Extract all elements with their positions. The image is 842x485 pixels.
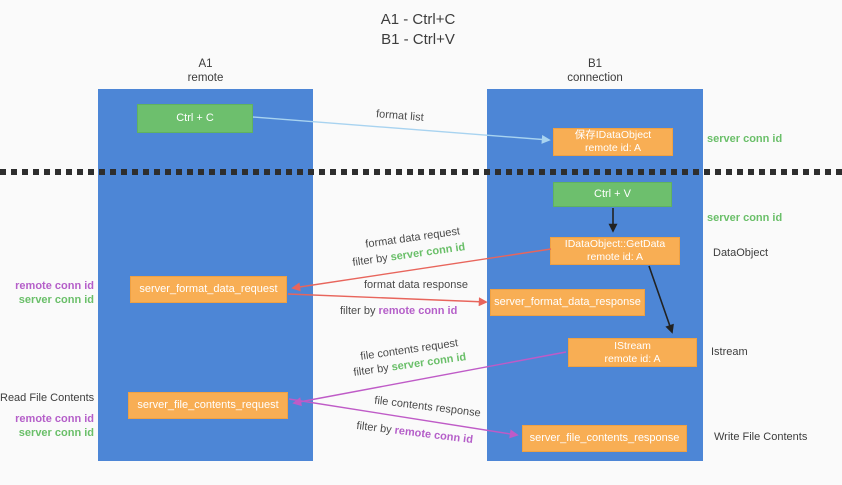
filter-by-text-1: filter by (351, 252, 389, 269)
column-a1-name: A1 (198, 58, 213, 70)
node-ctrl-c-label: Ctrl + C (176, 112, 214, 124)
write-file-contents-label: Write File Contents (714, 431, 808, 443)
session-separator-line (0, 169, 842, 175)
node-getdata-line2: remote id: A (586, 251, 644, 263)
column-header-a1: A1 remote (98, 58, 313, 85)
format-data-response-arrow (287, 293, 488, 307)
node-server-file-contents-request: server_file_contents_request (128, 392, 288, 419)
title-line-1: A1 - Ctrl+C (380, 11, 456, 28)
dataobject-label: DataObject (713, 247, 769, 259)
title-line-2: B1 - Ctrl+V (381, 31, 455, 48)
filter-by-text-2: filter by (340, 305, 376, 317)
node-file-request-label: server_file_contents_request (137, 399, 279, 411)
remote-conn-id-label-2: remote conn id (15, 413, 94, 425)
filter-value-remote-conn-id-2: remote conn id (378, 305, 458, 317)
node-server-format-data-response: server_format_data_response (490, 289, 645, 316)
server-conn-id-label-mid: server conn id (707, 212, 783, 224)
format-list-label: format list (375, 108, 425, 124)
node-ctrl-v-label: Ctrl + V (594, 188, 631, 200)
filter-by-text-3: filter by (352, 362, 390, 379)
format-data-response-label: format data response (364, 279, 468, 291)
read-file-contents-label: Read File Contents (0, 392, 95, 404)
node-server-file-contents-response: server_file_contents_response (522, 425, 687, 452)
server-conn-id-label-left-1: server conn id (18, 294, 94, 306)
left-conn-id-group-2: remote conn id server conn id (0, 412, 94, 440)
column-b1-role: connection (567, 71, 623, 84)
node-idataobject-getdata: IDataObject::GetData remote id: A (550, 237, 680, 265)
column-b1-name: B1 (587, 58, 603, 70)
node-format-response-label: server_format_data_response (494, 296, 641, 308)
remote-conn-id-label-1: remote conn id (15, 280, 94, 292)
file-contents-response-label: file contents response (373, 394, 482, 420)
left-conn-id-group-1: remote conn id server conn id (0, 279, 94, 307)
filter-by-text-4: filter by (355, 419, 393, 437)
node-save-idataobject: 保存IDataObject remote id: A (553, 128, 673, 156)
node-istream: IStream remote id: A (568, 338, 697, 367)
server-conn-id-label-top: server conn id (707, 133, 783, 145)
column-a1-role: remote (187, 71, 224, 84)
node-format-request-label: server_format_data_request (139, 283, 278, 295)
node-save-idataobject-line1: 保存IDataObject (574, 129, 652, 141)
column-header-b1: B1 connection (487, 58, 703, 85)
node-server-format-data-request: server_format_data_request (130, 276, 287, 303)
node-file-response-label: server_file_contents_response (529, 432, 680, 444)
filter-value-remote-conn-id-4: remote conn id (393, 424, 474, 447)
server-conn-id-label-left-2: server conn id (18, 427, 94, 439)
node-istream-line2: remote id: A (604, 352, 661, 365)
node-save-idataobject-line2: remote id: A (584, 142, 642, 154)
node-istream-line1: IStream (614, 339, 651, 352)
istream-label: Istream (711, 346, 748, 358)
node-ctrl-c: Ctrl + C (137, 104, 253, 133)
node-ctrl-v: Ctrl + V (553, 182, 672, 207)
node-getdata-line1: IDataObject::GetData (564, 238, 666, 250)
diagram-title: A1 - Ctrl+C B1 - Ctrl+V (358, 10, 478, 50)
